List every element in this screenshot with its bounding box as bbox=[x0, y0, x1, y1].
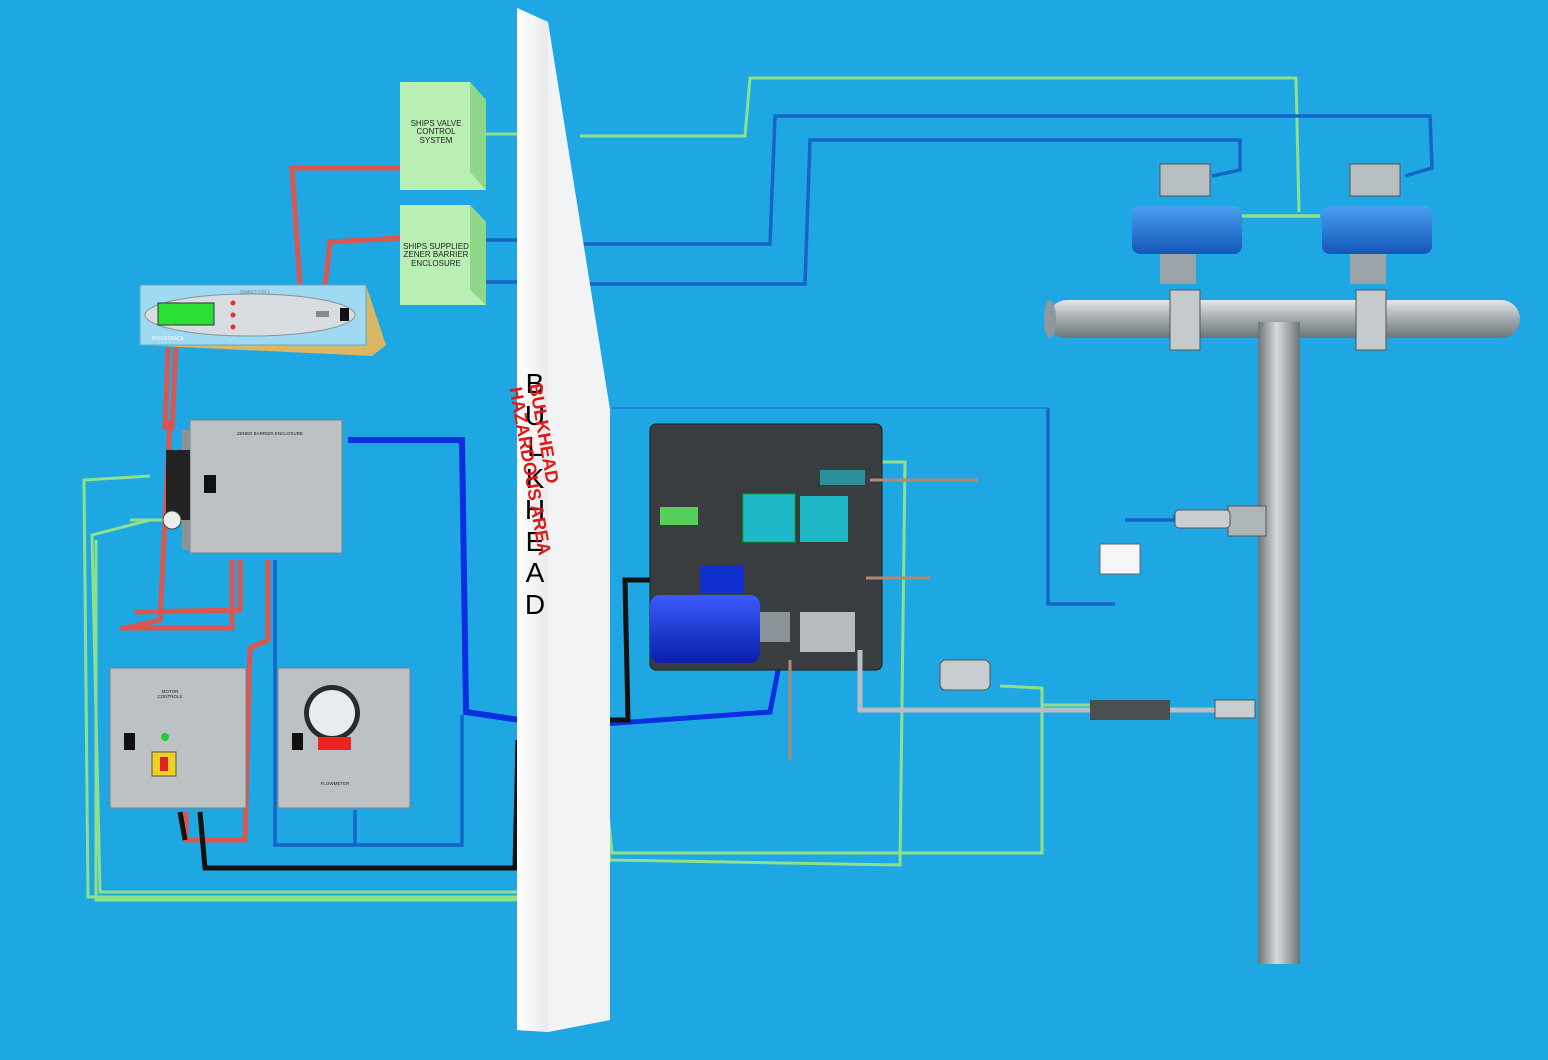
zener-enclosure-label: SHIPS SUPPLIED ZENER BARRIER ENCLOSURE bbox=[403, 242, 469, 268]
motor-power-cable-blue bbox=[348, 437, 521, 723]
motor-feed-cable bbox=[589, 659, 783, 728]
zener-module-label: ZENER BARRIER ENCLOSURE bbox=[237, 431, 303, 436]
actuated-valve-icon bbox=[1132, 163, 1242, 351]
bulkhead-wall bbox=[517, 8, 610, 1032]
zener-barrier-box bbox=[400, 205, 486, 305]
vent-tubes bbox=[788, 478, 978, 760]
blue-signal-cables bbox=[273, 114, 1434, 847]
flowmeter-enclosure bbox=[277, 667, 411, 809]
motor-controls-label: MOTOR CONTROLS bbox=[157, 689, 183, 699]
zener-module-enclosure bbox=[162, 419, 343, 554]
sampling-panel bbox=[649, 423, 883, 671]
valve-control-box bbox=[400, 82, 486, 190]
flowmeter-label: FLOWMETER bbox=[320, 781, 350, 786]
green-signal-cables bbox=[82, 76, 1320, 902]
sample-probe bbox=[1099, 509, 1231, 575]
motor-controls-enclosure bbox=[109, 667, 247, 809]
main-pipeline bbox=[1044, 300, 1520, 964]
controller-model: SMART CELL bbox=[239, 290, 271, 296]
controller-brand: RIVERTRACE bbox=[152, 336, 185, 342]
electric-motor-icon bbox=[650, 595, 760, 663]
valve-control-label: SHIPS VALVE CONTROL SYSTEM bbox=[410, 119, 462, 145]
actuated-valve-icon bbox=[1322, 163, 1432, 351]
bulkhead-label: BULKHEAD bbox=[524, 368, 546, 620]
return-line bbox=[857, 650, 1256, 720]
smartcell-controller bbox=[139, 284, 386, 356]
red-power-cables bbox=[120, 165, 401, 843]
